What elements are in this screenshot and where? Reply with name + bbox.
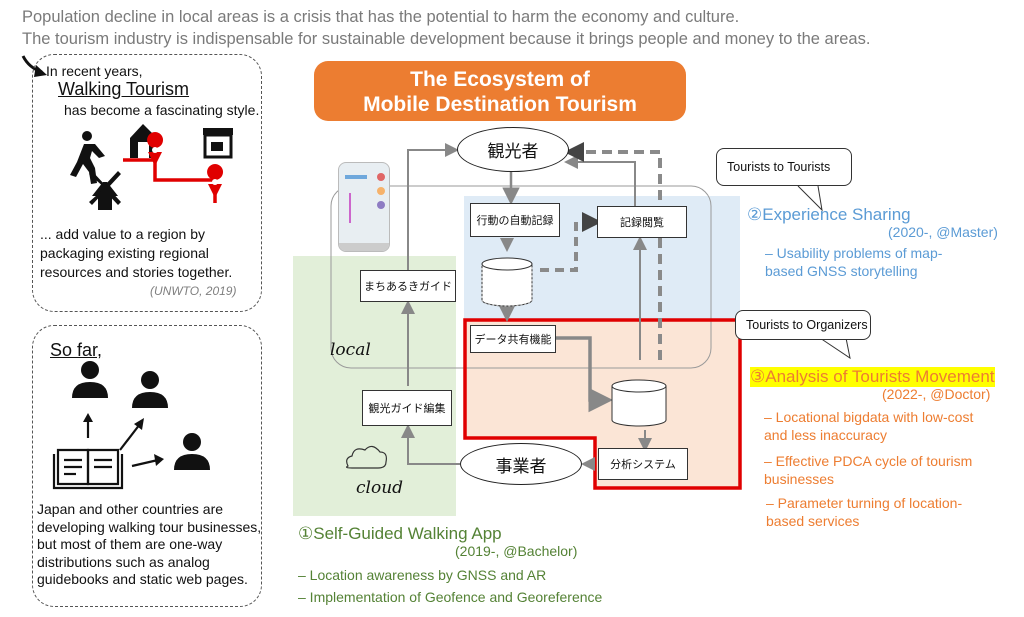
database-icon xyxy=(611,379,667,427)
cloud-label: cloud xyxy=(356,478,404,498)
person-icon xyxy=(132,371,168,408)
cloud-icon xyxy=(346,445,387,469)
walking-source: (UNWTO, 2019) xyxy=(150,284,237,298)
so-far-box xyxy=(32,325,262,607)
walking-quote: ... add value to a region by packaging e… xyxy=(40,226,233,280)
section-1-bullet-2: – Implementation of Geofence and Georefe… xyxy=(298,589,603,605)
section-2-bullet: – Usability problems of map-based GNSS s… xyxy=(765,245,943,279)
section-2-label: ②Experience Sharing xyxy=(747,205,911,224)
so-far-text: Japan and other countries are developing… xyxy=(37,501,262,587)
main-title-line-1: The Ecosystem of xyxy=(410,68,590,91)
barn-icon xyxy=(130,124,157,158)
walking-tourism-box xyxy=(32,54,262,312)
section-3-bullet-3: – Parameter turning of location-based se… xyxy=(766,495,963,529)
shop-icon xyxy=(203,128,233,159)
section-3-bullet-2: – Effective PDCA cycle of tourism busine… xyxy=(764,453,973,487)
database-icon xyxy=(481,257,533,307)
callout-tourists-to-tourists: Tourists to Tourists xyxy=(716,148,852,186)
person-icon xyxy=(72,361,108,398)
walking-title: Walking Tourism xyxy=(58,79,190,99)
one-way-illustration xyxy=(52,361,210,490)
section-3-period: (2022-, @Doctor) xyxy=(882,386,991,402)
person-icon xyxy=(174,433,210,470)
windmill-icon xyxy=(89,171,121,210)
tourist-node: 観光者 xyxy=(457,127,569,172)
walking-line: has become a fascinating style. xyxy=(64,102,260,118)
map-pin-icon xyxy=(207,164,224,198)
intro-line-2: The tourism industry is indispensable fo… xyxy=(22,30,871,48)
walking-lead: In recent years, xyxy=(46,63,143,79)
callout-tourists-to-organizers: Tourists to Organizers xyxy=(735,310,871,340)
main-title-line-2: Mobile Destination Tourism xyxy=(363,93,637,116)
section-2-period: (2020-, @Master) xyxy=(888,224,998,240)
section-1-bullet-1: – Location awareness by GNSS and AR xyxy=(298,567,547,583)
walking-illustration xyxy=(70,124,233,210)
section-3-bullet-1: – Locational bigdata with low-cost and l… xyxy=(764,409,974,443)
guide-edit-node: 観光ガイド編集 xyxy=(362,390,452,426)
section-1-period: (2019-, @Bachelor) xyxy=(455,543,578,559)
walker-icon xyxy=(70,131,105,184)
guide-app-node: まちあるきガイド xyxy=(360,270,456,302)
section-1-label: ①Self-Guided Walking App xyxy=(298,524,502,543)
main-title: The Ecosystem of Mobile Destination Tour… xyxy=(314,61,686,121)
operator-node: 事業者 xyxy=(460,443,582,485)
so-far-title: So far, xyxy=(50,340,103,360)
auto-record-node: 行動の自動記録 xyxy=(470,203,560,237)
local-label: local xyxy=(330,340,371,360)
arrow-icon xyxy=(83,413,164,468)
data-share-node: データ共有機能 xyxy=(470,325,556,353)
intro-line-1: Population decline in local areas is a c… xyxy=(22,8,740,26)
book-icon xyxy=(52,448,124,490)
section-3-label: ③Analysis of Tourists Movement xyxy=(750,367,995,387)
phone-screenshot xyxy=(338,162,390,252)
record-view-node: 記録閲覧 xyxy=(597,206,687,238)
map-pin-icon xyxy=(147,132,164,166)
analysis-node: 分析システム xyxy=(598,448,688,480)
